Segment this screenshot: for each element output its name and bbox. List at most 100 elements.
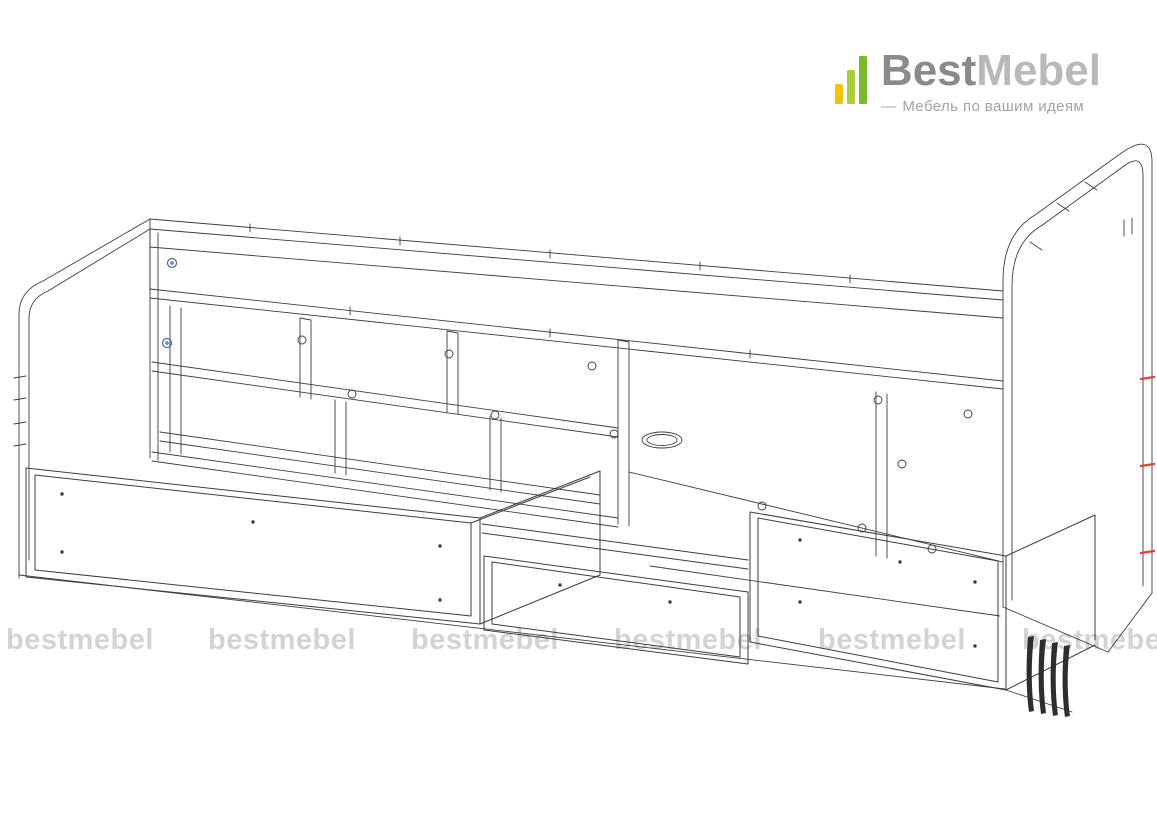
blue-cam-icon <box>161 337 173 349</box>
screw-dot-icon <box>973 644 977 648</box>
screw-dot-icon <box>898 560 902 564</box>
screw-dot-icon <box>251 520 255 524</box>
carcass-bottom-front-edge <box>18 574 1006 690</box>
screw-dots <box>60 492 977 648</box>
cam-lock-icon <box>444 349 454 359</box>
watermark-text: bestmebel <box>208 624 356 656</box>
cam-lock-icon <box>490 410 500 420</box>
cam-lock-icon <box>297 335 307 345</box>
cam-lock-icon <box>873 395 883 405</box>
cable-grommet-icon <box>641 431 683 449</box>
wireframe-lines <box>13 143 1153 713</box>
carcass-top-back-edge <box>149 218 1004 292</box>
blue-cam-icon <box>170 261 174 265</box>
left-panel-fitting-marks <box>13 375 27 447</box>
screw-dot-icon <box>668 600 672 604</box>
drawers-wireframe <box>25 467 1096 691</box>
left-partition <box>169 305 182 455</box>
left-panel-outline <box>18 218 151 579</box>
cam-lock-icon <box>347 389 357 399</box>
right-panel-edge-marks <box>1123 217 1133 237</box>
bottom-right-edge <box>1005 689 1073 713</box>
slat <box>1062 645 1070 717</box>
hardware-fittings <box>297 335 973 554</box>
back-panel-top-edge <box>149 246 1004 319</box>
logo-text-block: BestMebel — Мебель по вашим идеям <box>880 46 1101 115</box>
right-drawer-front-inner <box>757 517 999 683</box>
watermark-text: bestmebel <box>614 624 762 656</box>
tagline-text: Мебель по вашим идеям <box>902 98 1085 116</box>
left-drawer-side <box>470 470 601 625</box>
left-panel-inner-edge <box>28 228 151 561</box>
logo-bar-green-light <box>846 70 855 104</box>
lower-rail-edges <box>151 451 619 528</box>
red-mark-icon <box>1139 375 1156 381</box>
cam-lock-icon <box>963 409 973 419</box>
slat <box>1050 642 1058 716</box>
mid-shelf-edges <box>151 361 619 438</box>
upper-divider-1 <box>299 317 312 400</box>
right-panel-inner-edge <box>1011 160 1144 601</box>
brand-part-mebel: Mebel <box>976 46 1101 95</box>
cable-grommet-inner <box>646 434 678 446</box>
front-rail-screw-marks <box>349 306 751 359</box>
right-panel-bottom-edge <box>1002 592 1153 653</box>
screw-dot-icon <box>798 600 802 604</box>
cam-lock-icon <box>609 429 619 439</box>
lower-divider-1 <box>334 399 347 476</box>
back-panel-bottom-edge <box>628 471 1004 563</box>
watermark-text: bestmebel <box>6 624 154 656</box>
cam-lock-icon <box>927 544 937 554</box>
right-panel-outline <box>1002 143 1153 608</box>
logo-bars-icon <box>834 56 867 104</box>
upper-divider-2 <box>446 330 459 415</box>
screw-dot-icon <box>438 598 442 602</box>
slat <box>1026 636 1034 712</box>
right-panel-fitting-marks <box>1029 181 1098 251</box>
red-mark-icon <box>1139 462 1156 468</box>
carcass-top-front-edge <box>149 288 1004 382</box>
screw-dot-icon <box>438 544 442 548</box>
screw-dot-icon <box>60 550 64 554</box>
middle-drawer-front <box>483 555 749 665</box>
middle-drawer-front-inner <box>491 561 741 658</box>
blue-fitting-marks <box>161 257 178 349</box>
bestmebel-logo: BestMebel — Мебель по вашим идеям <box>834 46 1101 115</box>
right-drawer-side <box>1005 514 1096 691</box>
carcass-top-back-inner <box>149 228 1004 301</box>
right-drawer-front <box>749 511 1007 691</box>
cam-lock-icon <box>857 523 867 533</box>
screw-dot-icon <box>558 583 562 587</box>
lower-divider-2 <box>489 415 502 493</box>
blue-cam-icon <box>165 341 169 345</box>
brand-part-best: Best <box>880 46 977 95</box>
brand-name: BestMebel <box>880 46 1101 95</box>
top-rail-screw-marks <box>249 223 851 284</box>
tagline-dash: — <box>880 98 897 116</box>
right-opening-rail <box>649 565 1001 617</box>
left-drawer-front-inner <box>34 474 472 617</box>
left-drawer-front <box>25 467 481 625</box>
brand-tagline: — Мебель по вашим идеям <box>881 98 1101 115</box>
carcass-top-front-inner <box>149 297 1004 390</box>
middle-drawer-rail <box>481 523 749 570</box>
cam-lock-icon <box>757 501 767 511</box>
center-divider <box>617 339 630 527</box>
right-divider <box>875 391 888 559</box>
cam-lock-icon <box>587 361 597 371</box>
left-opening-rails <box>159 431 601 505</box>
logo-bar-yellow <box>834 84 843 104</box>
left-inner-wall <box>149 228 159 461</box>
red-dimension-marks <box>1139 375 1156 555</box>
screw-dot-icon <box>60 492 64 496</box>
watermark-text: bestmebel <box>818 624 966 656</box>
screw-dot-icon <box>798 538 802 542</box>
dark-slats <box>1026 636 1070 717</box>
blue-cam-icon <box>166 257 178 269</box>
cam-lock-icon <box>897 459 907 469</box>
logo-bar-green <box>858 56 867 104</box>
slat <box>1038 639 1046 714</box>
red-mark-icon <box>1139 549 1156 555</box>
